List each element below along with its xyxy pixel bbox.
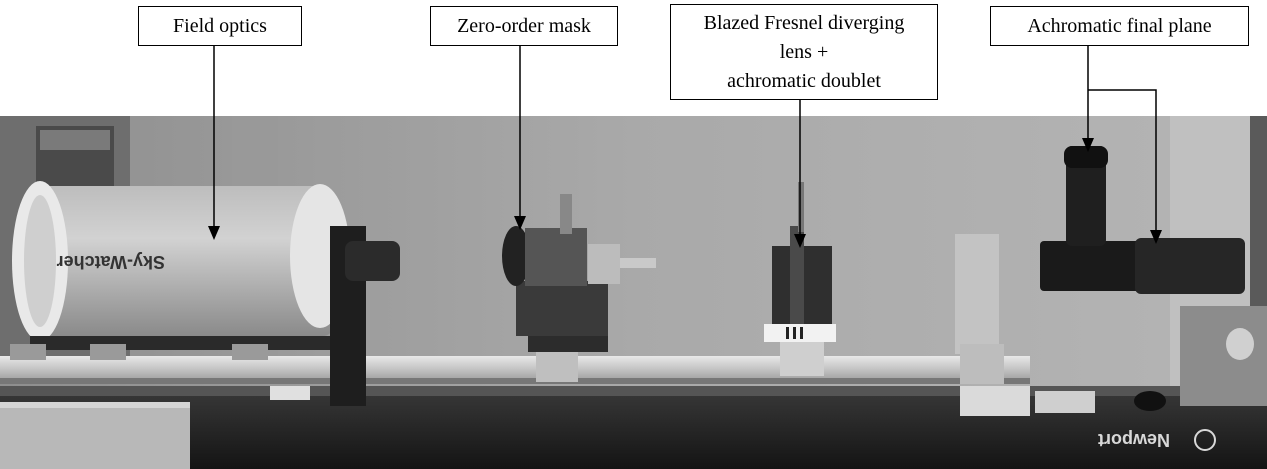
- telescope-brand-text: Sky-Watcher: [57, 252, 165, 272]
- telescope-dovetail: [30, 336, 330, 350]
- mask-knob: [502, 226, 530, 286]
- mask-mount-base: [516, 281, 608, 336]
- fresnel-lens-label: Blazed Fresnel diverging lens + achromat…: [670, 4, 938, 100]
- optical-bench-photo: Sky-Watcher Newport: [0, 116, 1267, 469]
- camera-body: [1040, 241, 1140, 291]
- eyepiece-focuser: [345, 241, 400, 281]
- glass-cylinder: [955, 234, 999, 354]
- table-left-box: [0, 402, 190, 469]
- zero-order-mask-label: Zero-order mask: [430, 6, 618, 46]
- table-brand-text: Newport: [1098, 430, 1170, 450]
- optical-rail: [0, 356, 1030, 382]
- telescope-tube: [28, 186, 333, 336]
- newport-logo-icon: [1194, 429, 1216, 451]
- field-optics-label: Field optics: [138, 6, 302, 46]
- achromatic-final-plane-label: Achromatic final plane: [990, 6, 1249, 46]
- mask-micrometer: [588, 244, 620, 284]
- camera-stage: [1180, 306, 1267, 406]
- mask-holder: [525, 228, 587, 286]
- camera-lens-horizontal: [1135, 238, 1245, 294]
